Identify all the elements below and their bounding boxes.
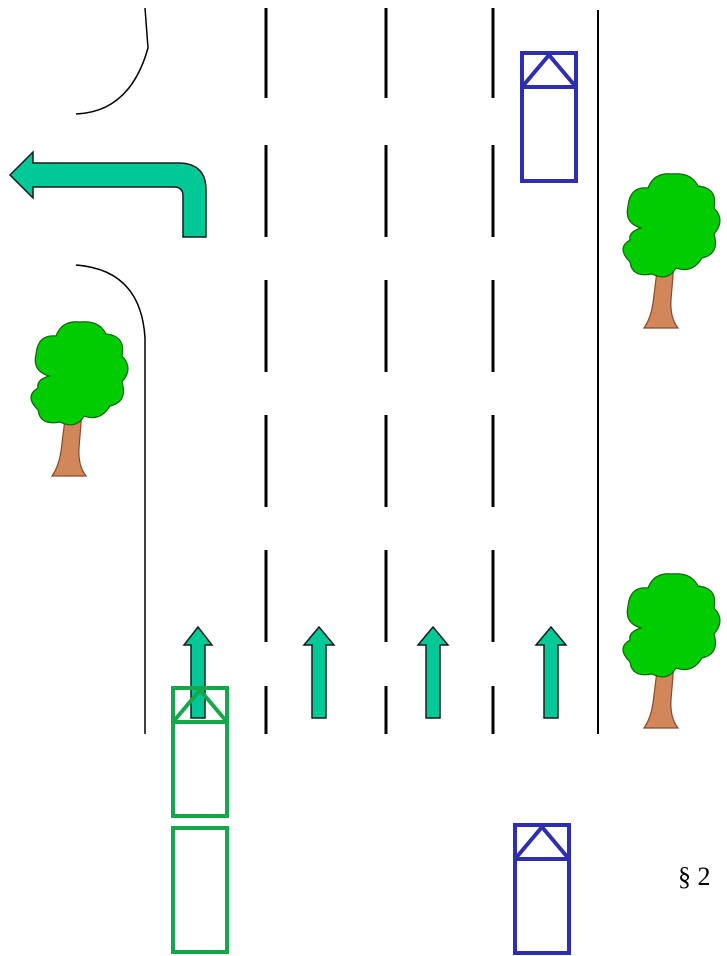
green-car-front bbox=[171, 686, 229, 818]
tree-right-bottom bbox=[622, 573, 721, 729]
straight-arrow-lane-2 bbox=[302, 625, 336, 719]
blue-car-bottom bbox=[513, 823, 571, 955]
green-trailer bbox=[171, 826, 229, 954]
tree-left bbox=[30, 321, 129, 477]
straight-arrow-lane-3 bbox=[416, 625, 450, 719]
tree-right-top bbox=[622, 173, 721, 329]
blue-car-oncoming bbox=[520, 51, 578, 183]
side-road-curb-top bbox=[75, 7, 149, 115]
left-turn-arrow bbox=[8, 150, 207, 238]
straight-arrow-lane-4 bbox=[534, 625, 568, 719]
side-road-curb-bottom bbox=[75, 264, 146, 734]
section-caption: § 2 bbox=[678, 862, 711, 891]
